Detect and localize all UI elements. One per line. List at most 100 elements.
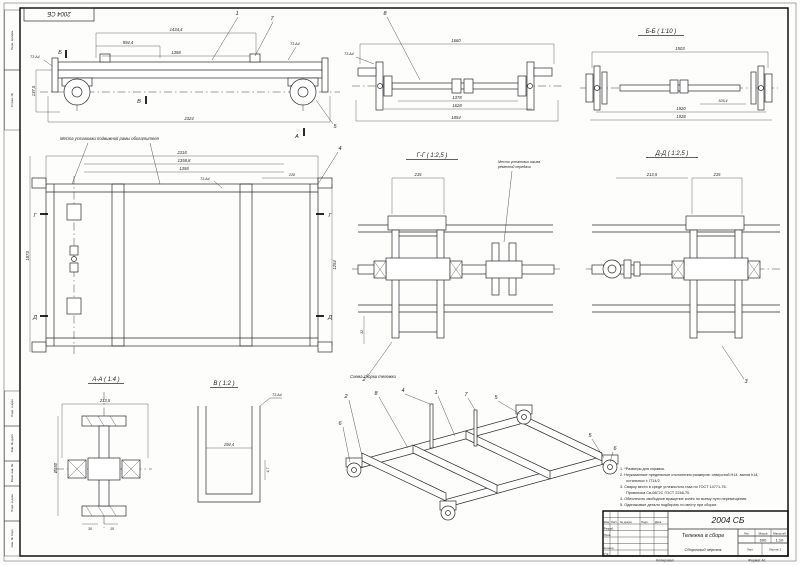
dim-label: 15 <box>110 527 114 531</box>
callout-7: 7 <box>270 16 274 22</box>
dim-label: 2318 <box>176 150 187 155</box>
view-section-b-b: Б-Б ( 1:10 ) 1503 526,4 1920 1928 <box>580 29 778 121</box>
view-title: А-А ( 1:4 ) <box>91 377 119 383</box>
tb-lit-label: Лит. <box>744 532 750 536</box>
callout-4: 4 <box>401 388 404 394</box>
tb-scale-value: 1:10 <box>776 538 785 543</box>
title-block: 2004 СБ Тележка в сборе Сборочный чертеж… <box>602 510 789 557</box>
note-line: Проволока Св-08Г2С ГОСТ 2246-70. <box>626 491 690 495</box>
dim-label: 2324 <box>183 116 194 121</box>
dim-label: 215 <box>414 172 423 177</box>
section-letter-d: Д <box>327 315 332 321</box>
tb-sheet-label: Лист <box>747 548 754 552</box>
dim-label: 32 <box>360 330 364 334</box>
tb-col-list: Лист <box>611 520 618 524</box>
dim-label: 1873 <box>25 251 30 261</box>
technical-notes: 1. *Размеры для справок. 2. Неуказанные … <box>620 467 759 507</box>
dim-label: 4,7 <box>266 467 270 473</box>
weld-tag: Т3-∆4 <box>290 42 300 46</box>
section-letter-d: Д <box>32 315 37 321</box>
margin-columns: Перв. примен. Справ. № Подп. и дата Инв.… <box>4 9 21 557</box>
tb-row-utv: Утв. <box>604 552 610 556</box>
dim-label: 1920 <box>676 106 686 111</box>
pulley-note-line2: ременной передачи <box>497 165 531 169</box>
callout-7: 7 <box>464 392 468 398</box>
tb-mass-label: Масса <box>759 532 768 536</box>
dim-label: Ø550 <box>53 462 58 474</box>
dim-label: 1254 <box>332 260 337 270</box>
dim-label: 594,4 <box>123 40 134 45</box>
note-line: 3. Сварку вести в среде углекислого газа… <box>620 485 727 489</box>
view-detail-v: В ( 1:2 ) Т3-∆4 194,4 4,7 <box>197 381 282 503</box>
callout-3: 3 <box>744 379 748 385</box>
weld-tag: Т3-∆4 <box>200 177 210 181</box>
tb-mass-value: 600 <box>760 538 767 543</box>
dim-label: 215 <box>713 172 722 177</box>
callout-6: 6 <box>338 421 342 427</box>
view-title: Г-Г ( 1:2,5 ) <box>417 153 448 159</box>
below-frame-labels: Копировал Формат А1 <box>656 559 766 563</box>
note-line: 4. Обеспечить свободное вращение колёс п… <box>620 497 747 501</box>
view-plan: Места установки подвижной рамы обогатите… <box>25 136 342 354</box>
tb-scale-label: Масштаб <box>773 532 786 536</box>
iso-caption: Схема сборки тележки <box>350 374 396 379</box>
plan-caption: Места установки подвижной рамы обогатите… <box>60 136 160 141</box>
dim-label: 1434,4 <box>170 27 183 32</box>
weld-tag: Т3-∆4 <box>344 52 354 56</box>
callout-5: 5 <box>333 124 337 130</box>
note-line: 1. *Размеры для справок. <box>620 467 665 471</box>
dim-label: 1660 <box>451 38 461 43</box>
dim-label: 1628 <box>452 103 462 108</box>
pulley-note-line1: Место установки шкива <box>498 160 540 164</box>
margin-inv-dubl: Инв. № дубл. <box>10 434 14 453</box>
dim-label: 213,5 <box>99 398 111 403</box>
tb-designation: 2004 СБ <box>711 515 745 525</box>
section-letter-b: Б <box>58 50 62 56</box>
tb-doc-type: Сборочный чертеж <box>685 547 722 552</box>
dim-label: 1503 <box>675 46 685 51</box>
dim-label: 1378 <box>452 95 462 100</box>
callout-2: 2 <box>361 377 365 383</box>
dim-label: 228 <box>288 173 295 177</box>
section-letter-g: Г <box>34 213 38 219</box>
callout-1: 1 <box>235 11 238 17</box>
tb-col-doc: № докум. <box>620 520 633 524</box>
weld-tag: Т3-∆4 <box>272 393 282 397</box>
dim-label: 1358 <box>179 166 189 171</box>
view-isometric: Схема сборки тележки 2 8 4 1 7 5 6 5 <box>338 374 619 521</box>
callout-2: 2 <box>343 394 347 400</box>
note-line: 5. Одинаковые детали подбирать по месту … <box>620 503 717 507</box>
section-letter-a: А <box>294 134 299 140</box>
dim-label: 213,5 <box>646 172 658 177</box>
note-line: 2. Неуказанные предельные отклонения раз… <box>620 473 759 477</box>
tb-name: Тележка в сборе <box>682 533 725 539</box>
view-title: Б-Б ( 1:10 ) <box>646 29 676 35</box>
tb-sheets-label: Листов 1 <box>769 548 782 552</box>
tb-row-prov: Пров. <box>604 533 612 537</box>
note-line: остальных ± IT14/2. <box>626 479 661 483</box>
margin-podp-data-2: Подп. и дата <box>10 494 14 512</box>
dim-label: 194,4 <box>224 442 235 447</box>
view-side-elevation: 1434,4 594,4 1358 2324 137,5 Б В А 1 7 5… <box>30 11 340 140</box>
margin-inv-podl: Инв. № подл. <box>10 528 14 547</box>
tb-col-izm: Изм. <box>604 520 610 524</box>
sheet-frame <box>3 2 797 562</box>
margin-podp-data-1: Подп. и дата <box>10 399 14 417</box>
margin-vzam-inv: Взам. инв. № <box>10 463 14 482</box>
view-section-a-a: А-А ( 1:4 ) 213,5 Ø550 30 15 <box>53 377 152 531</box>
tb-row-razrab: Разраб. <box>604 527 614 531</box>
tb-col-data: Дата <box>655 520 662 524</box>
tb-col-podp: Подп. <box>641 520 649 524</box>
callout-6: 6 <box>613 446 617 452</box>
view-axle-assembly: 1660 1378 1628 1854 8 Т3-∆4 <box>344 11 562 122</box>
callout-8: 8 <box>383 11 387 17</box>
dim-label: 1358,8 <box>178 158 191 163</box>
callout-5: 5 <box>494 395 498 401</box>
dim-label: 1358 <box>171 50 181 55</box>
section-letter-v: В <box>137 99 141 105</box>
weld-tag: Т3-∆4 <box>30 55 40 59</box>
callout-1: 1 <box>434 390 437 396</box>
callout-8: 8 <box>374 391 378 397</box>
dim-label: 1854 <box>451 115 461 120</box>
